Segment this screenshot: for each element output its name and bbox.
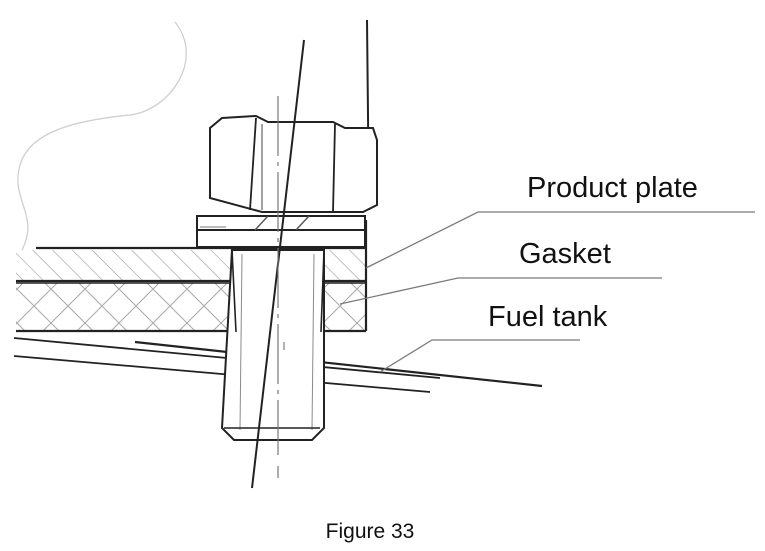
gasket-label: Gasket — [519, 238, 611, 270]
figure-caption: Figure 33 — [326, 520, 415, 543]
leader-lines — [339, 211, 755, 373]
fuel-tank-label: Fuel tank — [488, 301, 608, 333]
gasket-leader — [339, 277, 662, 305]
bolt-head — [209, 114, 378, 213]
product-plate-leader — [365, 211, 755, 269]
center-lines — [251, 39, 305, 489]
bolt-shank — [220, 249, 325, 441]
break-line — [17, 21, 187, 251]
fuel-tank-leader — [379, 339, 580, 373]
product-plate-label: Product plate — [527, 172, 698, 204]
